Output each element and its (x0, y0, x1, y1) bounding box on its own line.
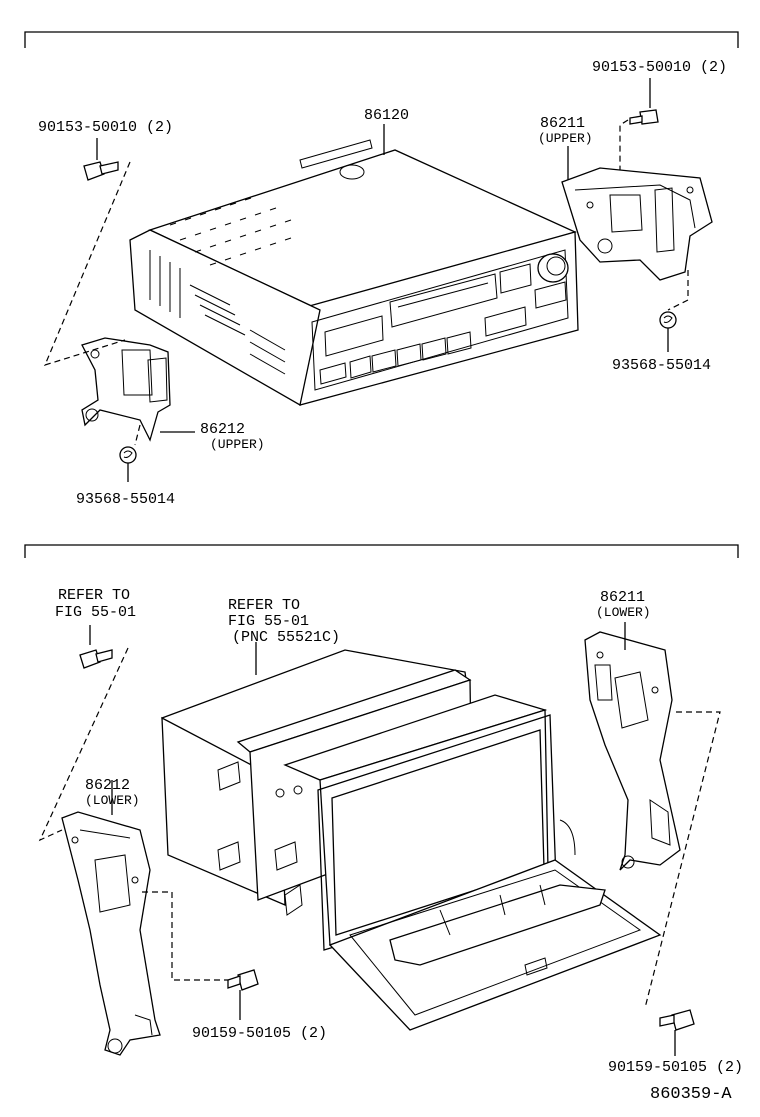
label-refer-center-line3: (PNC 55521C) (232, 629, 341, 646)
label-bolt-top-left: 90153-50010 (2) (38, 119, 174, 136)
leader-lines-bottom (38, 622, 721, 1056)
section-frame-top (24, 31, 739, 48)
label-radio-86120: 86120 (364, 107, 410, 124)
bracket-upper-left-drawing (81, 337, 171, 442)
pocket-box-drawing (161, 649, 662, 1031)
label-screw-top-right: 93568-55014 (612, 357, 712, 374)
bracket-lower-right-drawing (584, 631, 681, 871)
bolt-top-left-drawing (83, 161, 119, 181)
bolt-top-right-drawing (629, 109, 659, 125)
label-bracket-upper-right: 86211 (540, 115, 586, 132)
label-bracket-upper-left-note: (UPPER) (210, 437, 265, 452)
leader-lines-top (43, 78, 689, 482)
label-bracket-lower-right: 86211 (600, 589, 646, 606)
screw-top-left-drawing (119, 446, 137, 464)
label-bracket-lower-left: 86212 (85, 777, 131, 794)
bolt-bottom-left-drawing (79, 649, 113, 669)
label-bracket-lower-right-note: (LOWER) (596, 605, 651, 620)
label-bolt-bottom-right: 90159-50105 (2) (608, 1059, 744, 1076)
bracket-lower-left-drawing (61, 811, 161, 1056)
bolt-bottom-right-drawing (659, 1009, 695, 1031)
label-refer-left-line1: REFER TO (58, 587, 131, 604)
label-bracket-lower-left-note: (LOWER) (85, 793, 140, 808)
label-bracket-upper-right-note: (UPPER) (538, 131, 593, 146)
radio-unit-drawing (129, 139, 579, 407)
label-refer-center-line2: FIG 55-01 (228, 613, 310, 630)
label-bolt-bottom-center: 90159-50105 (2) (192, 1025, 328, 1042)
figure-id: 860359-A (650, 1085, 732, 1104)
section-frame-bottom (24, 544, 739, 558)
bolt-bottom-center-drawing (227, 969, 259, 991)
label-screw-top-left: 93568-55014 (76, 491, 176, 508)
label-bolt-top-right: 90153-50010 (2) (592, 59, 728, 76)
label-refer-left-line2: FIG 55-01 (55, 604, 137, 621)
bracket-upper-right-drawing (561, 167, 713, 281)
label-refer-center-line1: REFER TO (228, 597, 301, 614)
screw-top-right-drawing (659, 311, 677, 329)
label-bracket-upper-left: 86212 (200, 421, 246, 438)
